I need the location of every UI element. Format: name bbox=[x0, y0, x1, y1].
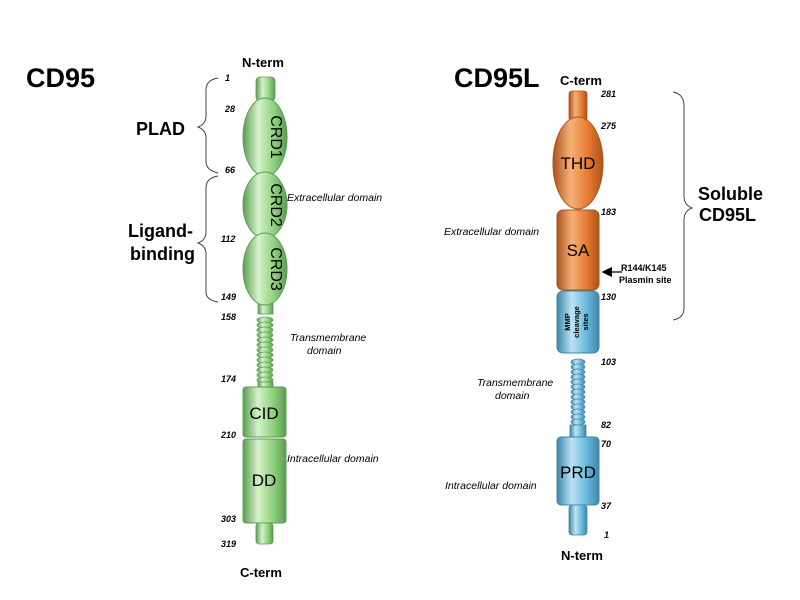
cd95l-extracellular-label: Extracellular domain bbox=[444, 226, 539, 238]
plasmin-site-label-line2: Plasmin site bbox=[619, 275, 672, 285]
crd3-domain: CRD3 bbox=[242, 232, 288, 306]
ligand-binding-label-line2: binding bbox=[130, 244, 195, 264]
cd95l-transmembrane-coil bbox=[569, 358, 587, 438]
crd2-domain: CRD2 bbox=[242, 171, 288, 239]
cd95-title: CD95 bbox=[26, 63, 95, 93]
cid-label: CID bbox=[249, 404, 278, 423]
sa-domain: SA bbox=[556, 209, 600, 291]
cd95l-n-terminal-stalk bbox=[568, 504, 588, 536]
crd2-label: CRD2 bbox=[267, 183, 284, 227]
cd95-residue-303: 303 bbox=[221, 514, 236, 524]
soluble-cd95l-brace bbox=[672, 91, 694, 321]
thd-domain: THD bbox=[552, 116, 604, 210]
cd95l-residue-37: 37 bbox=[601, 501, 612, 511]
cd95-transmembrane-coil bbox=[256, 299, 274, 395]
cd95-intracellular-label: Intracellular domain bbox=[287, 453, 379, 465]
plad-label: PLAD bbox=[136, 119, 185, 139]
cd95-transmembrane-label-line2: domain bbox=[307, 345, 342, 357]
dd-label: DD bbox=[252, 471, 277, 490]
cd95-residue-112: 112 bbox=[221, 234, 235, 244]
crd3-label: CRD3 bbox=[267, 247, 284, 291]
cd95-residue-210: 210 bbox=[220, 430, 236, 440]
cd95-residue-1: 1 bbox=[225, 73, 230, 83]
thd-label: THD bbox=[561, 154, 596, 173]
cd95l-title: CD95L bbox=[454, 63, 540, 93]
cd95l-n-term-label: N-term bbox=[561, 548, 603, 563]
cd95l-transmembrane-label-line2: domain bbox=[495, 390, 530, 402]
dd-domain: DD bbox=[242, 438, 287, 524]
cd95l-residue-275: 275 bbox=[600, 121, 617, 131]
cd95l-residue-70: 70 bbox=[601, 439, 611, 449]
mmp-label-line3: sites bbox=[581, 313, 590, 330]
soluble-cd95l-label-line1: Soluble bbox=[698, 184, 763, 204]
mmp-label-line2: cleavage bbox=[572, 306, 581, 338]
soluble-cd95l-label-line2: CD95L bbox=[699, 205, 756, 225]
mmp-cleavage-region: MMP cleavage sites bbox=[556, 290, 600, 354]
plasmin-site-label-line1: R144/K145 bbox=[621, 263, 667, 273]
prd-domain: PRD bbox=[556, 436, 600, 506]
cd95l-residue-183: 183 bbox=[601, 207, 616, 217]
cid-domain: CID bbox=[242, 386, 287, 438]
cd95-n-term-label: N-term bbox=[242, 55, 284, 70]
prd-label: PRD bbox=[560, 463, 596, 482]
mmp-label-line1: MMP bbox=[563, 313, 572, 331]
crd1-label: CRD1 bbox=[267, 115, 284, 159]
cd95-residue-158: 158 bbox=[221, 312, 236, 322]
cd95-n-terminal-stalk bbox=[255, 76, 276, 102]
cd95l-residue-130: 130 bbox=[601, 292, 616, 302]
cd95-c-terminal-stalk bbox=[255, 522, 274, 545]
sa-label: SA bbox=[567, 241, 590, 260]
cd95l-c-term-label: C-term bbox=[560, 73, 602, 88]
cd95l-transmembrane-label-line1: Transmembrane bbox=[477, 377, 553, 389]
cd95l-residue-82: 82 bbox=[601, 420, 611, 430]
cd95-c-term-label: C-term bbox=[240, 565, 282, 580]
plad-brace bbox=[196, 77, 219, 174]
cd95-residue-66: 66 bbox=[225, 165, 236, 175]
ligand-binding-label-line1: Ligand- bbox=[128, 221, 193, 241]
cd95l-residue-103: 103 bbox=[601, 357, 616, 367]
cd95l-intracellular-label: Intracellular domain bbox=[445, 480, 537, 492]
cd95-residue-28: 28 bbox=[224, 104, 235, 114]
cd95-residue-149: 149 bbox=[221, 292, 236, 302]
crd1-domain: CRD1 bbox=[242, 97, 288, 177]
cd95-transmembrane-label-line1: Transmembrane bbox=[290, 332, 366, 344]
ligand-binding-brace bbox=[196, 175, 219, 303]
cd95l-residue-281: 281 bbox=[600, 89, 616, 99]
cd95-residue-319: 319 bbox=[221, 539, 236, 549]
cd95l-residue-1: 1 bbox=[604, 530, 609, 540]
cd95-residue-174: 174 bbox=[221, 374, 236, 384]
cd95-extracellular-label: Extracellular domain bbox=[287, 192, 382, 204]
